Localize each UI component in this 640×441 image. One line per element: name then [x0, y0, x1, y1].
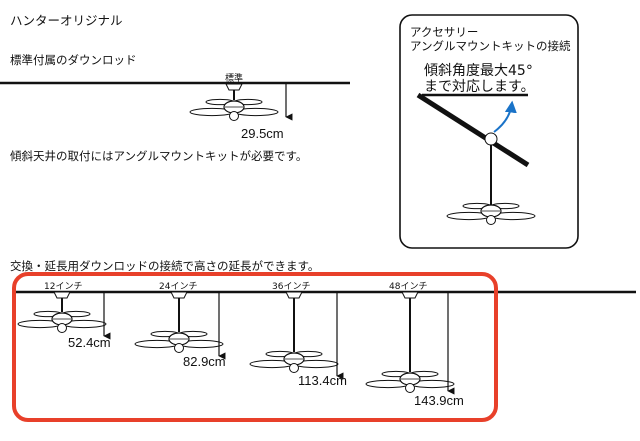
angled-ceiling-line — [416, 92, 530, 168]
extension-label-36inch: 36インチ — [272, 282, 311, 292]
standard-heading: 標準付属のダウンロッド — [10, 53, 137, 67]
standard-label: 標準 — [225, 74, 244, 84]
standard-note: 傾斜天井の取付にはアングルマウントキットが必要です。 — [10, 149, 308, 163]
fan-36inch — [249, 291, 339, 374]
accessory-title-line2: アングルマウントキットの接続 — [410, 39, 571, 53]
accessory-title-line1: アクセサリー — [410, 25, 479, 39]
extension-measure-48inch: 143.9cm — [414, 393, 464, 408]
fan-angled — [446, 132, 536, 226]
extension-measure-36inch: 113.4cm — [298, 373, 347, 388]
accessory-box — [399, 14, 579, 249]
fan-24inch — [134, 291, 224, 354]
accessory-angle-line2: まで対応します。 — [424, 79, 535, 95]
extension-label-48inch: 48インチ — [389, 282, 428, 292]
angle-arrow — [493, 100, 517, 133]
extension-measure-12inch: 52.4cm — [68, 335, 111, 350]
extension-heading: 交換・延長用ダウンロッドの接続で高さの延長ができます。 — [10, 259, 320, 273]
fan-standard — [189, 83, 279, 122]
fan-12inch — [17, 291, 107, 334]
accessory-angle-line1: 傾斜角度最大45° — [424, 63, 533, 79]
extension-highlight-frame — [12, 272, 498, 422]
extension-measure-24inch: 82.9cm — [183, 354, 226, 369]
fan-48inch — [365, 291, 455, 394]
extension-label-24inch: 24インチ — [159, 282, 198, 292]
standard-measure: 29.5cm — [241, 126, 284, 141]
page-title: ハンターオリジナル — [10, 13, 123, 28]
extension-label-12inch: 12インチ — [44, 282, 83, 292]
